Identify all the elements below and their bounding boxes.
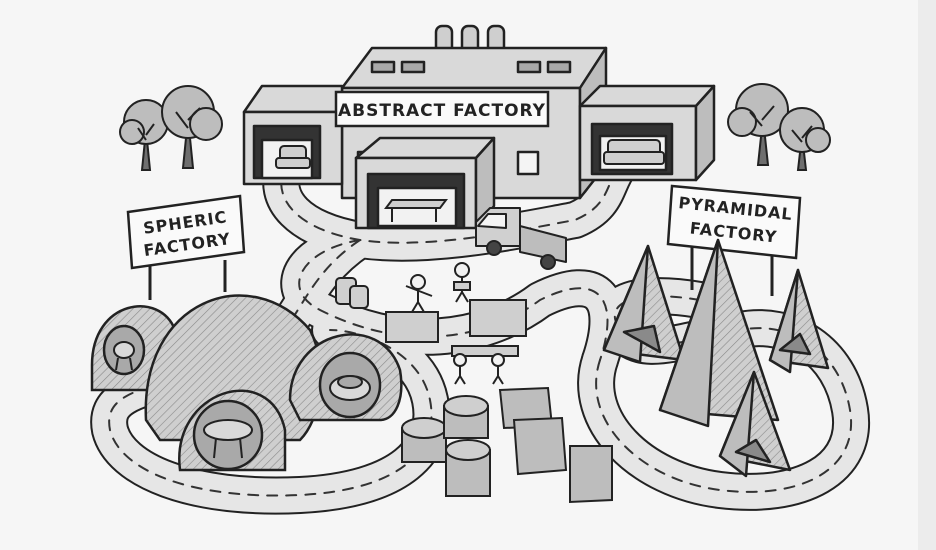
round-chair-icon xyxy=(113,341,135,371)
abstract-factory-sign: ABSTRACT FACTORY xyxy=(334,90,550,128)
pyramidal-factory-sign: PYRAMIDAL FACTORY xyxy=(666,184,802,296)
material-stacks xyxy=(335,277,613,504)
abstract-factory-label: ABSTRACT FACTORY xyxy=(338,101,546,121)
trees-right xyxy=(727,83,831,171)
coffee-table-icon xyxy=(384,199,448,222)
spheric-factory-sign: SPHERIC FACTORY xyxy=(126,194,246,300)
round-table-icon xyxy=(203,419,253,459)
pyramid-factory-buildings xyxy=(602,238,830,478)
worker-figures xyxy=(405,262,519,385)
delivery-truck xyxy=(475,207,567,270)
sofa-icon xyxy=(603,139,665,165)
round-sofa-icon xyxy=(329,375,371,401)
armchair-icon xyxy=(275,145,311,169)
trees-left xyxy=(119,85,223,171)
